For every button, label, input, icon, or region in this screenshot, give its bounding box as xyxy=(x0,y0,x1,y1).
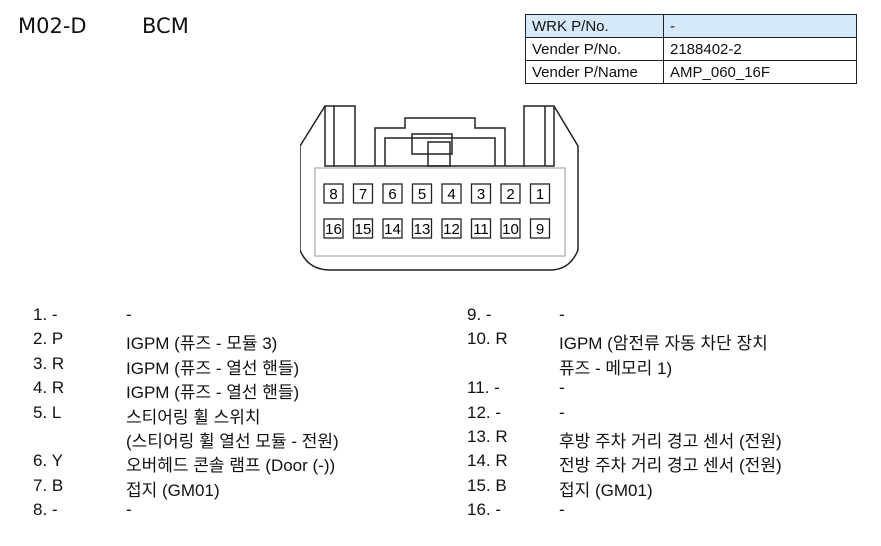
pin-cavity xyxy=(441,183,462,204)
pin-description: - xyxy=(126,500,132,520)
pin-number-label: 8 xyxy=(329,186,337,203)
pin-list-left: 1. - - 2. P IGPM (퓨즈 - 모듈 3) 3. R IGPM (퓨즈 - … xyxy=(33,305,443,535)
pin-number-label: 1 xyxy=(536,186,544,203)
pin-cavity xyxy=(500,183,521,204)
pin-id: 6. Y xyxy=(33,451,63,471)
info-value: AMP_060_16F xyxy=(663,60,857,84)
pin-description-continued: (스티어링 휠 열선 모듈 - 전원) xyxy=(126,432,339,451)
pin-id: 11. - xyxy=(467,378,500,398)
info-key: Vender P/No. xyxy=(525,37,664,61)
pin-description: 후방 주차 거리 경고 센서 (전원) xyxy=(559,432,782,451)
pin-cavity xyxy=(352,183,374,204)
pin-number-label: 5 xyxy=(418,186,426,203)
pin-id: 15. B xyxy=(467,475,507,495)
pin-description: - xyxy=(559,378,565,398)
info-value: - xyxy=(663,14,857,38)
pin-description: 스티어링 휠 스위치 xyxy=(126,407,261,427)
pin-id: 1. - xyxy=(33,305,58,324)
connector-code: M02-D xyxy=(18,14,87,38)
pin-number-label: 10 xyxy=(502,221,519,238)
table-row: WRK P/No. - xyxy=(525,14,857,38)
pin-cavity xyxy=(411,183,433,204)
pin-cavity xyxy=(529,218,551,239)
pin-number-label: 9 xyxy=(536,221,544,238)
pin-id: 16. - xyxy=(467,500,502,520)
pin-row-bottom: 16 15 14 13 12 11 10 9 xyxy=(323,218,551,239)
pin-cavity xyxy=(323,183,344,204)
pin-number-label: 2 xyxy=(506,186,514,203)
pin-number-label: 3 xyxy=(477,186,485,203)
connector-face-diagram: 8 7 6 5 4 3 2 1 16 15 14 13 12 11 10 9 xyxy=(300,105,579,271)
pin-description: - xyxy=(559,305,565,324)
pin-number-label: 11 xyxy=(473,221,489,238)
pin-id: 10. R xyxy=(467,329,508,349)
pin-id: 5. L xyxy=(33,402,62,422)
pin-cavity xyxy=(441,218,462,239)
pin-description: IGPM (퓨즈 - 열선 핸들) xyxy=(126,383,300,403)
pin-id: 3. R xyxy=(33,353,65,373)
pin-description: IGPM (암전류 자동 차단 장치 xyxy=(559,334,768,354)
pin-id: 12. - xyxy=(467,402,502,422)
pin-number-label: 12 xyxy=(443,221,460,238)
pin-cavity xyxy=(529,183,551,204)
pin-row-top: 8 7 6 5 4 3 2 1 xyxy=(323,183,551,204)
pin-id: 14. R xyxy=(467,451,508,471)
pin-description: 접지 (GM01) xyxy=(559,480,653,500)
pin-number-label: 4 xyxy=(447,186,455,203)
pin-cavity xyxy=(382,218,403,239)
pin-description: IGPM (퓨즈 - 모듈 3) xyxy=(126,334,278,354)
info-key: WRK P/No. xyxy=(525,14,664,38)
pin-description: - xyxy=(559,500,565,520)
pin-cavity xyxy=(470,218,492,239)
pin-description: 전방 주차 거리 경고 센서 (전원) xyxy=(559,456,782,476)
pin-id: 7. B xyxy=(33,475,64,495)
pin-number-label: 6 xyxy=(388,186,396,203)
table-row: Vender P/No. 2188402-2 xyxy=(525,37,857,61)
component-title: BCM xyxy=(142,14,189,38)
pin-cavity xyxy=(323,218,344,239)
pin-id: 4. R xyxy=(33,378,65,398)
pin-cavity xyxy=(382,183,403,204)
pin-description: IGPM (퓨즈 - 열선 핸들) xyxy=(126,358,300,378)
pin-id: 8. - xyxy=(33,500,58,520)
pin-description-continued: 퓨즈 - 메모리 1) xyxy=(559,358,673,378)
pin-description: - xyxy=(559,402,565,422)
info-value: 2188402-2 xyxy=(663,37,857,61)
pin-description: 접지 (GM01) xyxy=(126,480,220,500)
pin-description: 오버헤드 콘솔 램프 (Door (-)) xyxy=(126,456,336,476)
info-key: Vender P/Name xyxy=(525,60,664,84)
pin-cavity xyxy=(411,218,433,239)
pin-id: 9. - xyxy=(467,305,492,324)
table-row: Vender P/Name AMP_060_16F xyxy=(525,60,857,84)
pin-description: - xyxy=(126,305,132,324)
pin-cavity xyxy=(352,218,374,239)
pin-number-label: 14 xyxy=(384,221,401,238)
pin-id: 2. P xyxy=(33,329,64,349)
part-info-table: WRK P/No. - Vender P/No. 2188402-2 Vende… xyxy=(525,14,857,84)
pin-cavity xyxy=(500,218,521,239)
pin-number-label: 15 xyxy=(355,221,372,238)
pin-cavity xyxy=(470,183,492,204)
pin-number-label: 7 xyxy=(359,186,367,203)
pin-id: 13. R xyxy=(467,427,508,446)
pin-number-label: 16 xyxy=(325,221,342,238)
pin-number-label: 13 xyxy=(414,221,431,238)
